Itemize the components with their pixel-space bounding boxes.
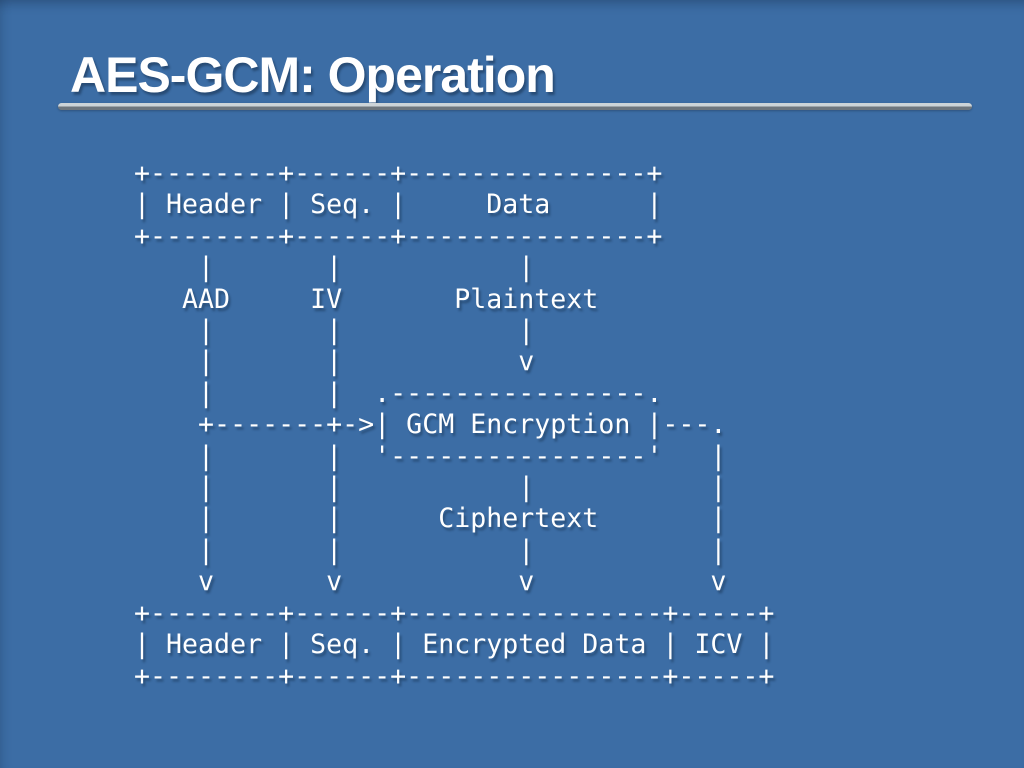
page-title: AES-GCM: Operation — [70, 47, 556, 103]
title-underline — [58, 103, 972, 110]
ascii-diagram: +--------+------+---------------+ | Head… — [134, 158, 775, 692]
